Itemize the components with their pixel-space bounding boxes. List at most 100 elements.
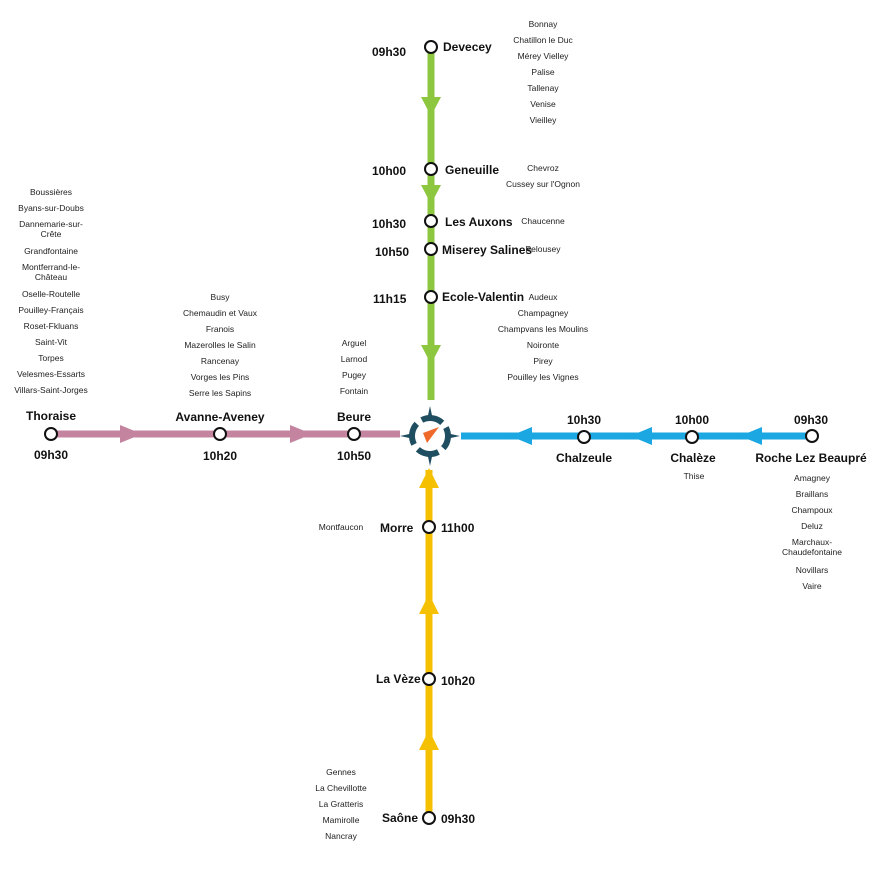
locality-name: Pirey bbox=[533, 356, 553, 366]
stop-time: 11h00 bbox=[441, 521, 475, 535]
stop-name: Ecole-Valentin bbox=[442, 290, 525, 304]
stop-time: 09h30 bbox=[793, 413, 829, 427]
stop-marker bbox=[424, 242, 438, 256]
locality-name: Nancray bbox=[325, 831, 357, 841]
locality-name: Villars-Saint-Jorges bbox=[14, 385, 88, 395]
locality-name: Chaucenne bbox=[521, 216, 565, 226]
direction-arrow-icon bbox=[419, 730, 439, 750]
locality-name: Byans-sur-Doubs bbox=[18, 203, 84, 213]
locality-name: Larnod bbox=[340, 354, 368, 364]
locality-name: Bonnay bbox=[528, 19, 558, 29]
stop-marker bbox=[422, 811, 436, 825]
direction-arrow-icon bbox=[120, 425, 142, 443]
locality-name: Braillans bbox=[795, 489, 829, 499]
direction-arrow-icon bbox=[510, 427, 532, 445]
locality-name: Gennes bbox=[326, 767, 356, 777]
stop-time: 10h20 bbox=[202, 449, 238, 463]
stop-marker bbox=[805, 429, 819, 443]
locality-name: La Chevillotte bbox=[315, 783, 367, 793]
locality-name: Mamirolle bbox=[322, 815, 360, 825]
stop-marker bbox=[347, 427, 361, 441]
stop-name: Saône bbox=[382, 811, 419, 825]
locality-name: Champoux bbox=[791, 505, 833, 515]
locality-name: Serre les Sapins bbox=[188, 388, 252, 398]
locality-name: Thise bbox=[683, 471, 705, 481]
direction-arrow-icon bbox=[419, 594, 439, 614]
stop-name: Geneuille bbox=[445, 163, 500, 177]
locality-name: Audeux bbox=[528, 292, 558, 302]
stop-name: Miserey Salines bbox=[442, 243, 533, 257]
stop-name: Devecey bbox=[443, 40, 492, 54]
stop-marker bbox=[422, 520, 436, 534]
locality-name: Venise bbox=[530, 99, 556, 109]
locality-name: Vieilley bbox=[529, 115, 557, 125]
locality-name: Busy bbox=[210, 292, 230, 302]
locality-name: Chemaudin et Vaux bbox=[182, 308, 258, 318]
locality-name: Marchaux- Chaudefontaine bbox=[781, 537, 843, 557]
stop-time: 10h30 bbox=[372, 217, 407, 231]
direction-arrow-icon bbox=[290, 425, 312, 443]
stop-name: Morre bbox=[380, 521, 414, 535]
locality-name: Pelousey bbox=[525, 244, 561, 254]
locality-name: La Gratteris bbox=[318, 799, 364, 809]
locality-name: Vorges les Pins bbox=[190, 372, 250, 382]
stop-name: Les Auxons bbox=[445, 215, 513, 229]
stop-name: Chalèze bbox=[670, 451, 716, 465]
stop-time: 10h50 bbox=[336, 449, 372, 463]
stop-time: 10h20 bbox=[441, 674, 476, 688]
direction-arrow-icon bbox=[630, 427, 652, 445]
locality-name: Champvans les Moulins bbox=[497, 324, 589, 334]
locality-name: Palise bbox=[531, 67, 555, 77]
locality-name: Montferrand-le- Château bbox=[21, 262, 81, 282]
locality-name: Pouilley les Vignes bbox=[507, 372, 579, 382]
locality-name: Deluz bbox=[801, 521, 823, 531]
locality-name: Champagney bbox=[517, 308, 569, 318]
stop-name: Roche Lez Beaupré bbox=[755, 451, 867, 465]
locality-name: Cussey sur l'Ognon bbox=[506, 179, 580, 189]
locality-name: Oselle-Routelle bbox=[21, 289, 81, 299]
locality-name: Montfaucon bbox=[318, 522, 364, 532]
stop-name: Thoraise bbox=[25, 409, 76, 423]
locality-name: Dannemarie-sur- Crête bbox=[19, 219, 83, 239]
locality-name: Noironte bbox=[526, 340, 560, 350]
stop-marker bbox=[424, 290, 438, 304]
direction-arrow-icon bbox=[740, 427, 762, 445]
stop-marker bbox=[685, 430, 699, 444]
stop-marker bbox=[44, 427, 58, 441]
stop-time: 10h50 bbox=[375, 245, 410, 259]
locality-name: Chevroz bbox=[527, 163, 559, 173]
direction-arrow-icon bbox=[421, 185, 441, 204]
stop-time: 10h00 bbox=[372, 164, 407, 178]
direction-arrow-icon bbox=[421, 345, 441, 364]
locality-name: Roset-Fkluans bbox=[23, 321, 79, 331]
stop-name: Beure bbox=[336, 410, 371, 424]
stop-time: 09h30 bbox=[372, 45, 407, 59]
locality-name: Arguel bbox=[341, 338, 367, 348]
stop-marker bbox=[422, 672, 436, 686]
stop-marker bbox=[424, 162, 438, 176]
locality-name: Mérey Vielley bbox=[517, 51, 569, 61]
locality-name: Saint-Vit bbox=[35, 337, 67, 347]
stop-name: La Vèze bbox=[376, 672, 421, 686]
locality-name: Boussières bbox=[29, 187, 73, 197]
locality-name: Mazerolles le Salin bbox=[184, 340, 256, 350]
locality-name: Chatillon le Duc bbox=[513, 35, 573, 45]
locality-name: Tallenay bbox=[527, 83, 559, 93]
stop-name: Avanne-Aveney bbox=[175, 410, 265, 424]
stop-time: 10h00 bbox=[674, 413, 710, 427]
locality-name: Vaire bbox=[802, 581, 822, 591]
stop-time: 10h30 bbox=[566, 413, 602, 427]
locality-name: Rancenay bbox=[200, 356, 240, 366]
stop-time: 11h15 bbox=[373, 292, 407, 306]
locality-name: Pouilley-Français bbox=[18, 305, 84, 315]
stop-marker bbox=[577, 430, 591, 444]
locality-name: Novillars bbox=[795, 565, 829, 575]
locality-name: Torpes bbox=[38, 353, 64, 363]
locality-name: Pugey bbox=[341, 370, 367, 380]
locality-name: Amagney bbox=[794, 473, 830, 483]
stop-marker bbox=[213, 427, 227, 441]
locality-name: Franois bbox=[205, 324, 235, 334]
stop-marker bbox=[424, 214, 438, 228]
direction-arrow-icon bbox=[419, 468, 439, 488]
stop-name: Chalzeule bbox=[555, 451, 612, 465]
